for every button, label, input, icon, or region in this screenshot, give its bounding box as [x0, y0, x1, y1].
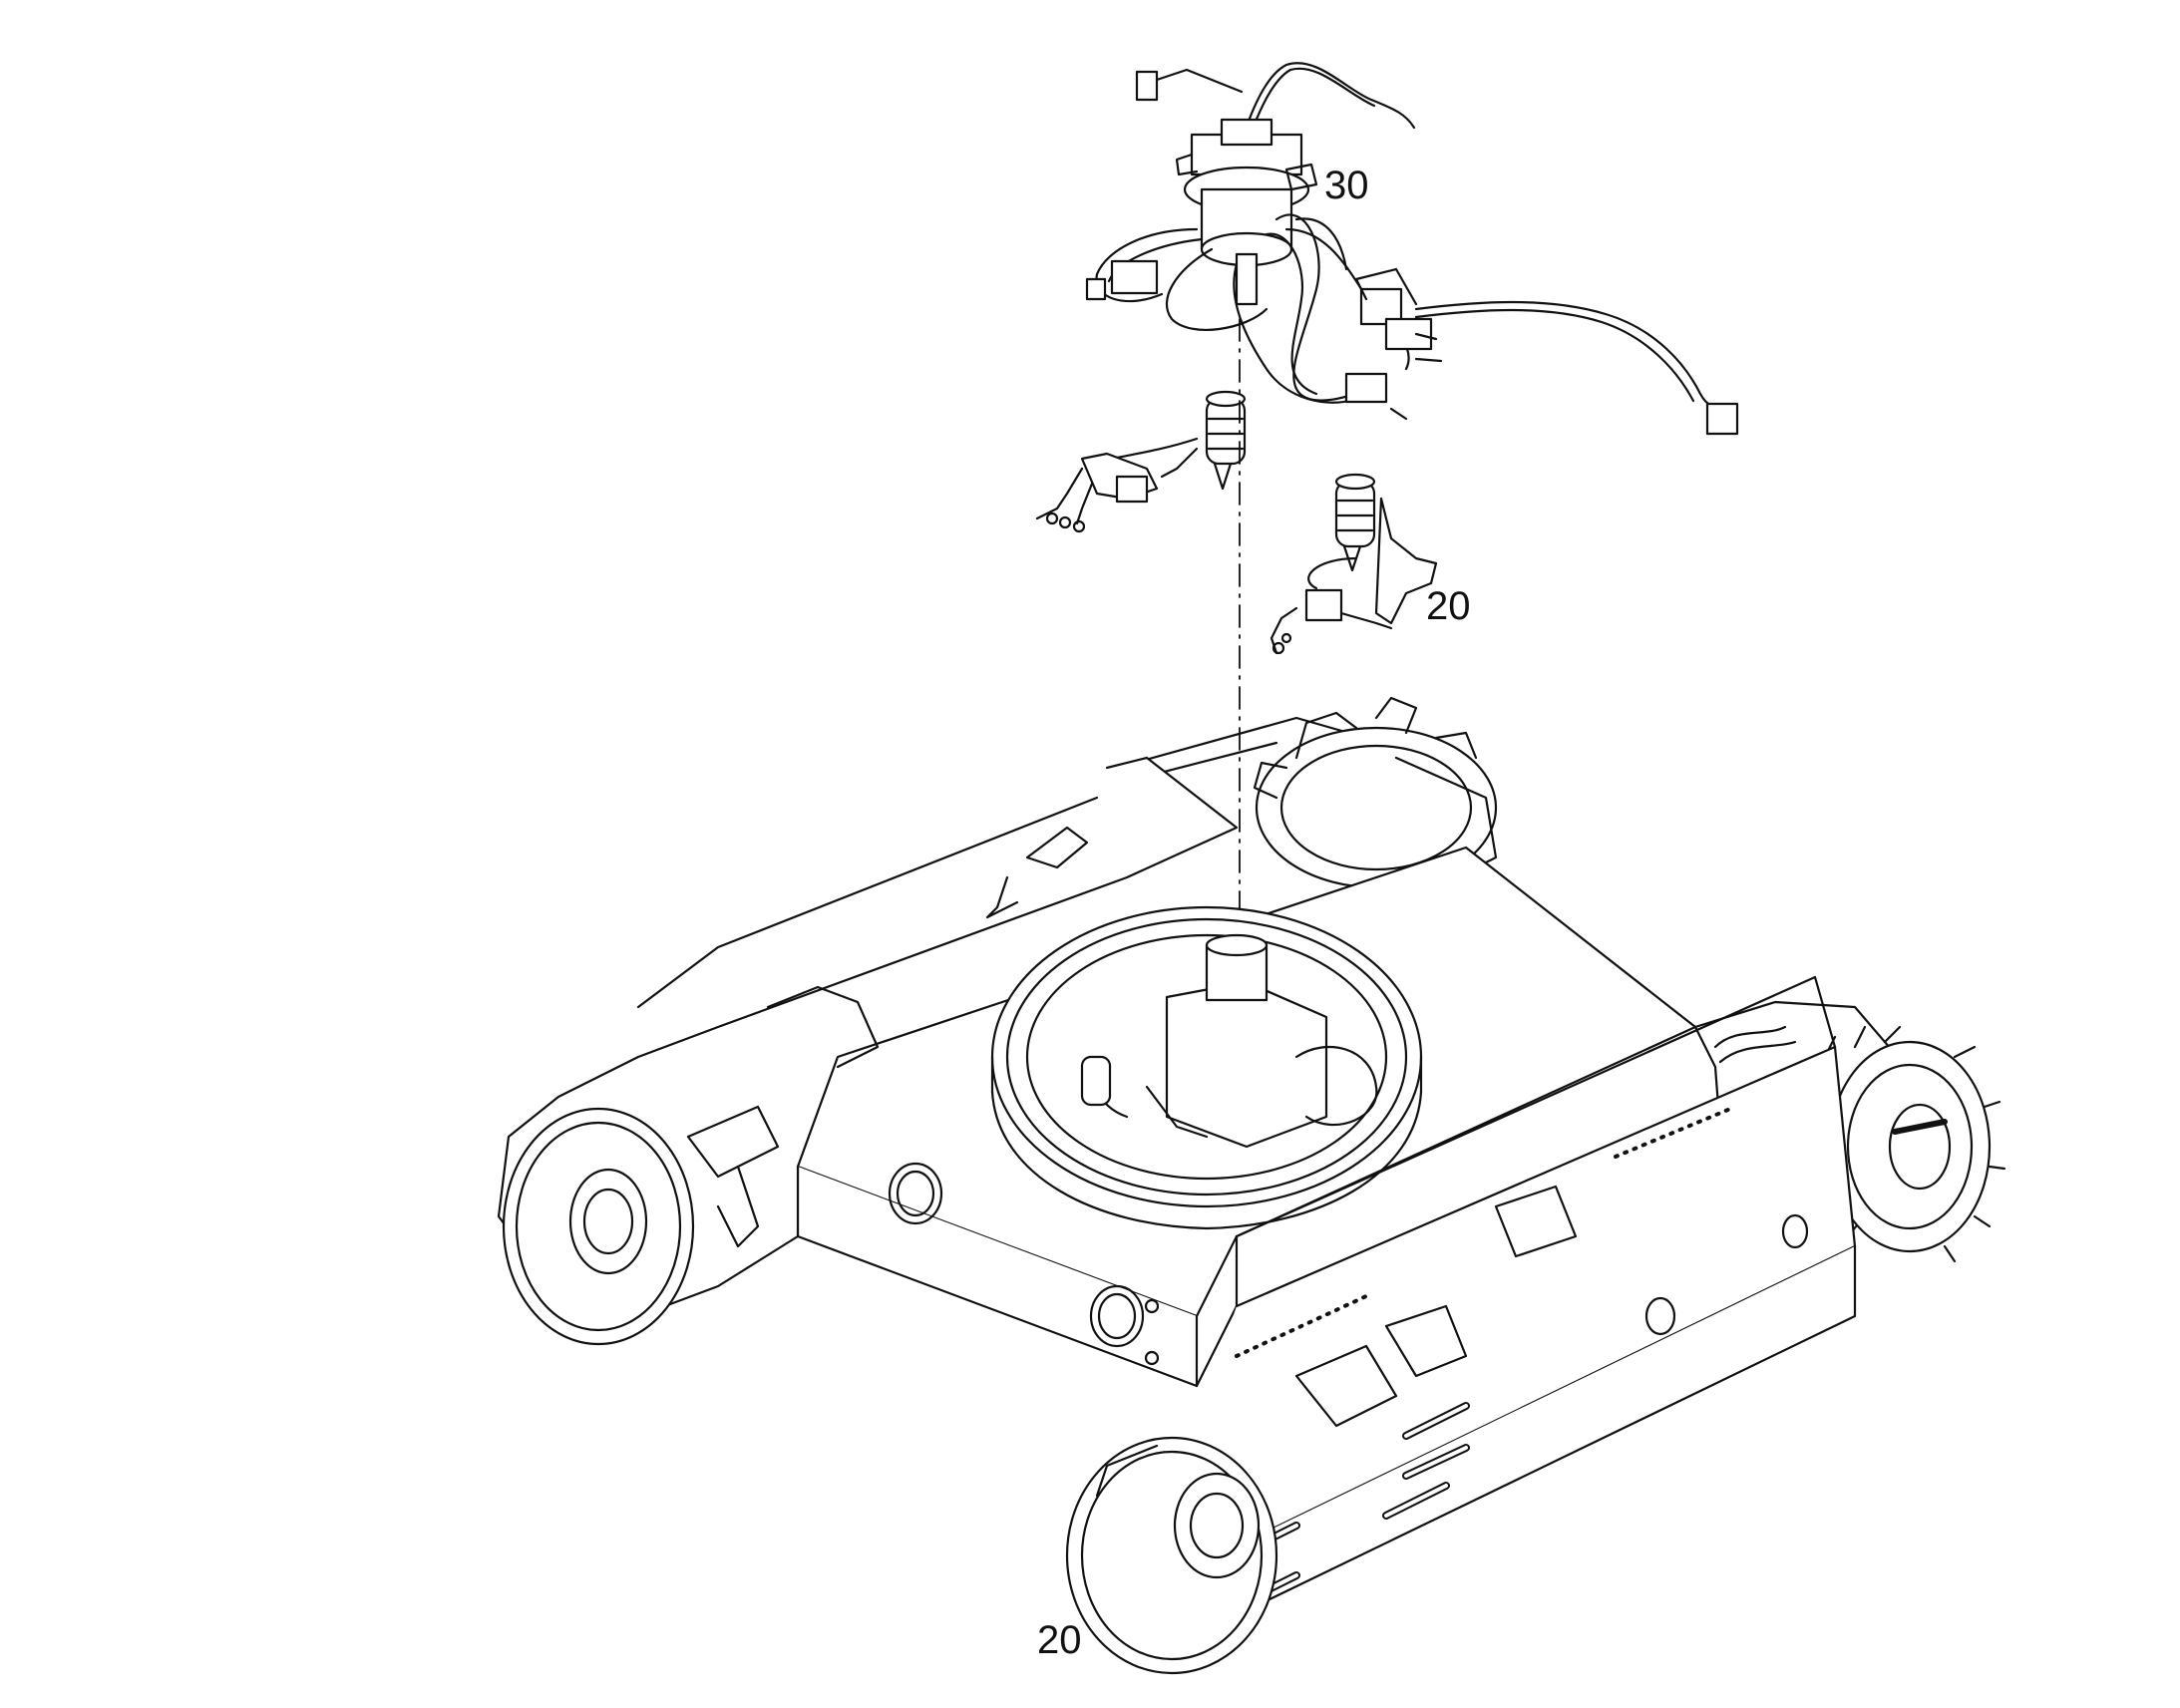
- travel-motor-right: [1272, 475, 1436, 653]
- callout-track-front: 20: [1037, 1618, 1082, 1662]
- callout-swivel-harness: 30: [1324, 164, 1369, 207]
- travel-motor-left: [1037, 392, 1245, 531]
- undercarriage-frame: [499, 698, 2004, 1673]
- callout-motor-right: 20: [1426, 584, 1471, 628]
- swivel-harness-assembly: [1087, 63, 1737, 434]
